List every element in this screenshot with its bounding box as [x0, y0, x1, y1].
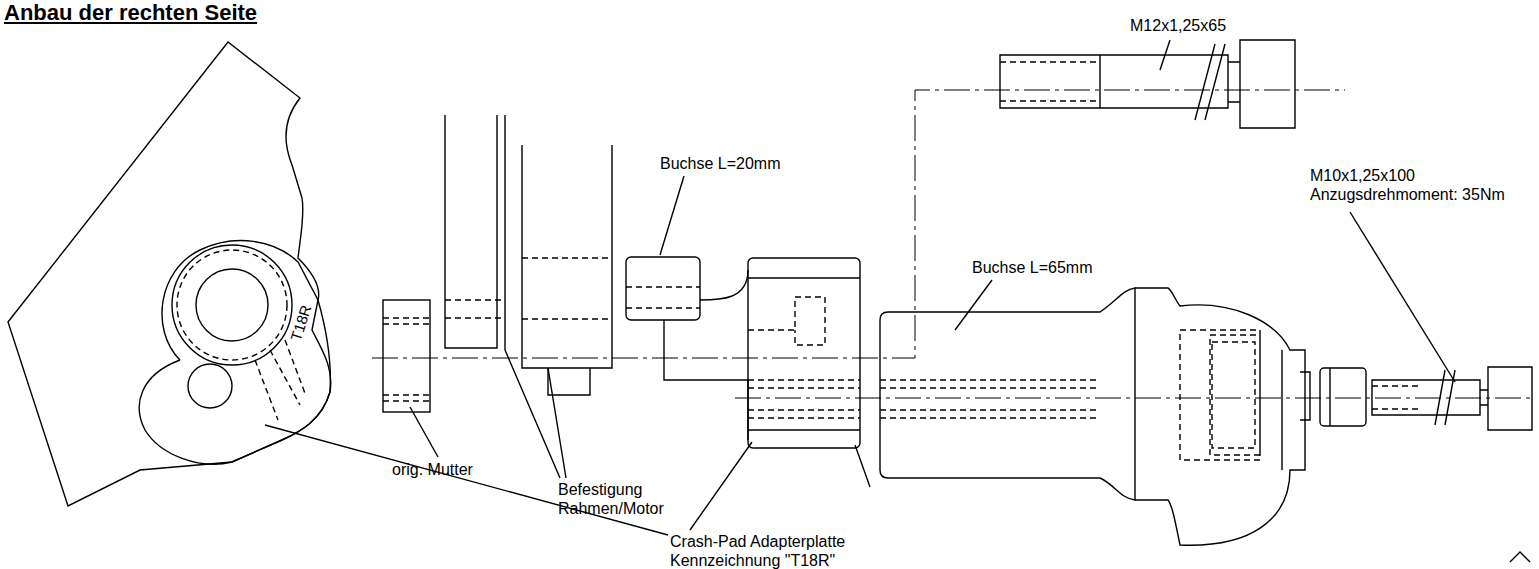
bolt-spec: M10x1,25x100 Anzugsdrehmoment: 35Nm [1310, 166, 1525, 204]
part-name: Crash-Pad Adapterplatte Kennzeichnung "T… [670, 532, 860, 569]
drawing-title: Anbau der rechten Seite [4, 0, 257, 26]
part-name: Befestigung Rahmen/Motor [558, 480, 678, 518]
part-name: Buchse L=20mm [660, 154, 781, 173]
part-name: Buchse L=65mm [972, 258, 1093, 277]
bolt-spec: M12x1,25x65 [1130, 16, 1226, 35]
part-name: orig. Mutter [392, 460, 473, 479]
